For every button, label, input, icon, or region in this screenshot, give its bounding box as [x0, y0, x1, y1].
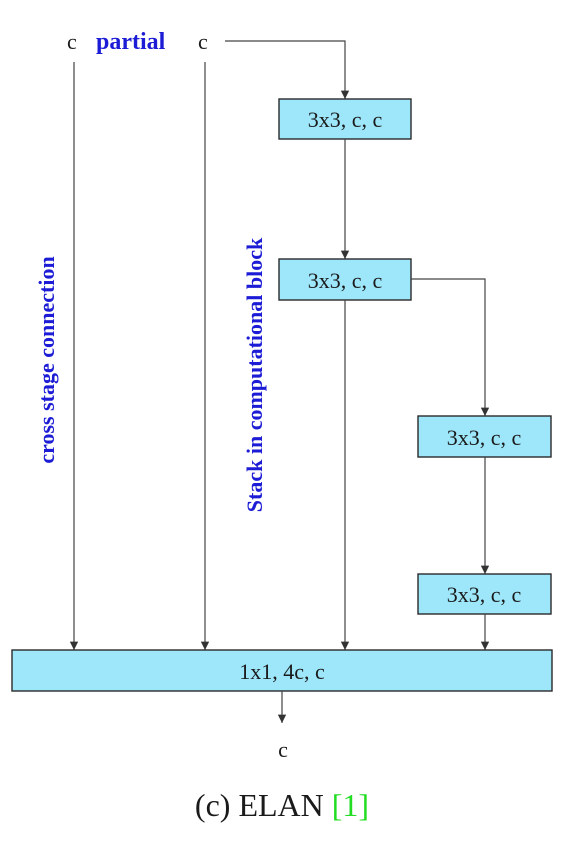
stack-computational-block-label: Stack in computational block	[242, 237, 267, 512]
citation-link[interactable]: [1]	[332, 787, 369, 823]
output-label: c	[278, 737, 288, 762]
caption-text: (c) ELAN	[195, 787, 332, 823]
input-c-right: c	[198, 29, 208, 54]
figure-caption: (c) ELAN [1]	[195, 787, 369, 823]
conv-block-4: 3x3, c, c	[417, 573, 552, 615]
conv-block-2: 3x3, c, c	[278, 258, 412, 301]
cross-stage-connection-label: cross stage connection	[34, 256, 59, 463]
conv-block-2-label: 3x3, c, c	[308, 268, 383, 293]
transition-block: 1x1, 4c, c	[11, 649, 553, 692]
conv-block-3-label: 3x3, c, c	[447, 425, 522, 450]
partial-to-block1-line	[225, 40, 350, 99]
conv-block-4-label: 3x3, c, c	[447, 582, 522, 607]
conv-block-1-label: 3x3, c, c	[308, 107, 383, 132]
partial-label: partial	[96, 29, 166, 55]
block2-to-block3-line	[411, 278, 490, 416]
conv-block-1: 3x3, c, c	[278, 98, 412, 140]
transition-block-label: 1x1, 4c, c	[239, 659, 325, 684]
conv-block-3: 3x3, c, c	[417, 415, 552, 458]
input-c-left: c	[67, 29, 77, 54]
